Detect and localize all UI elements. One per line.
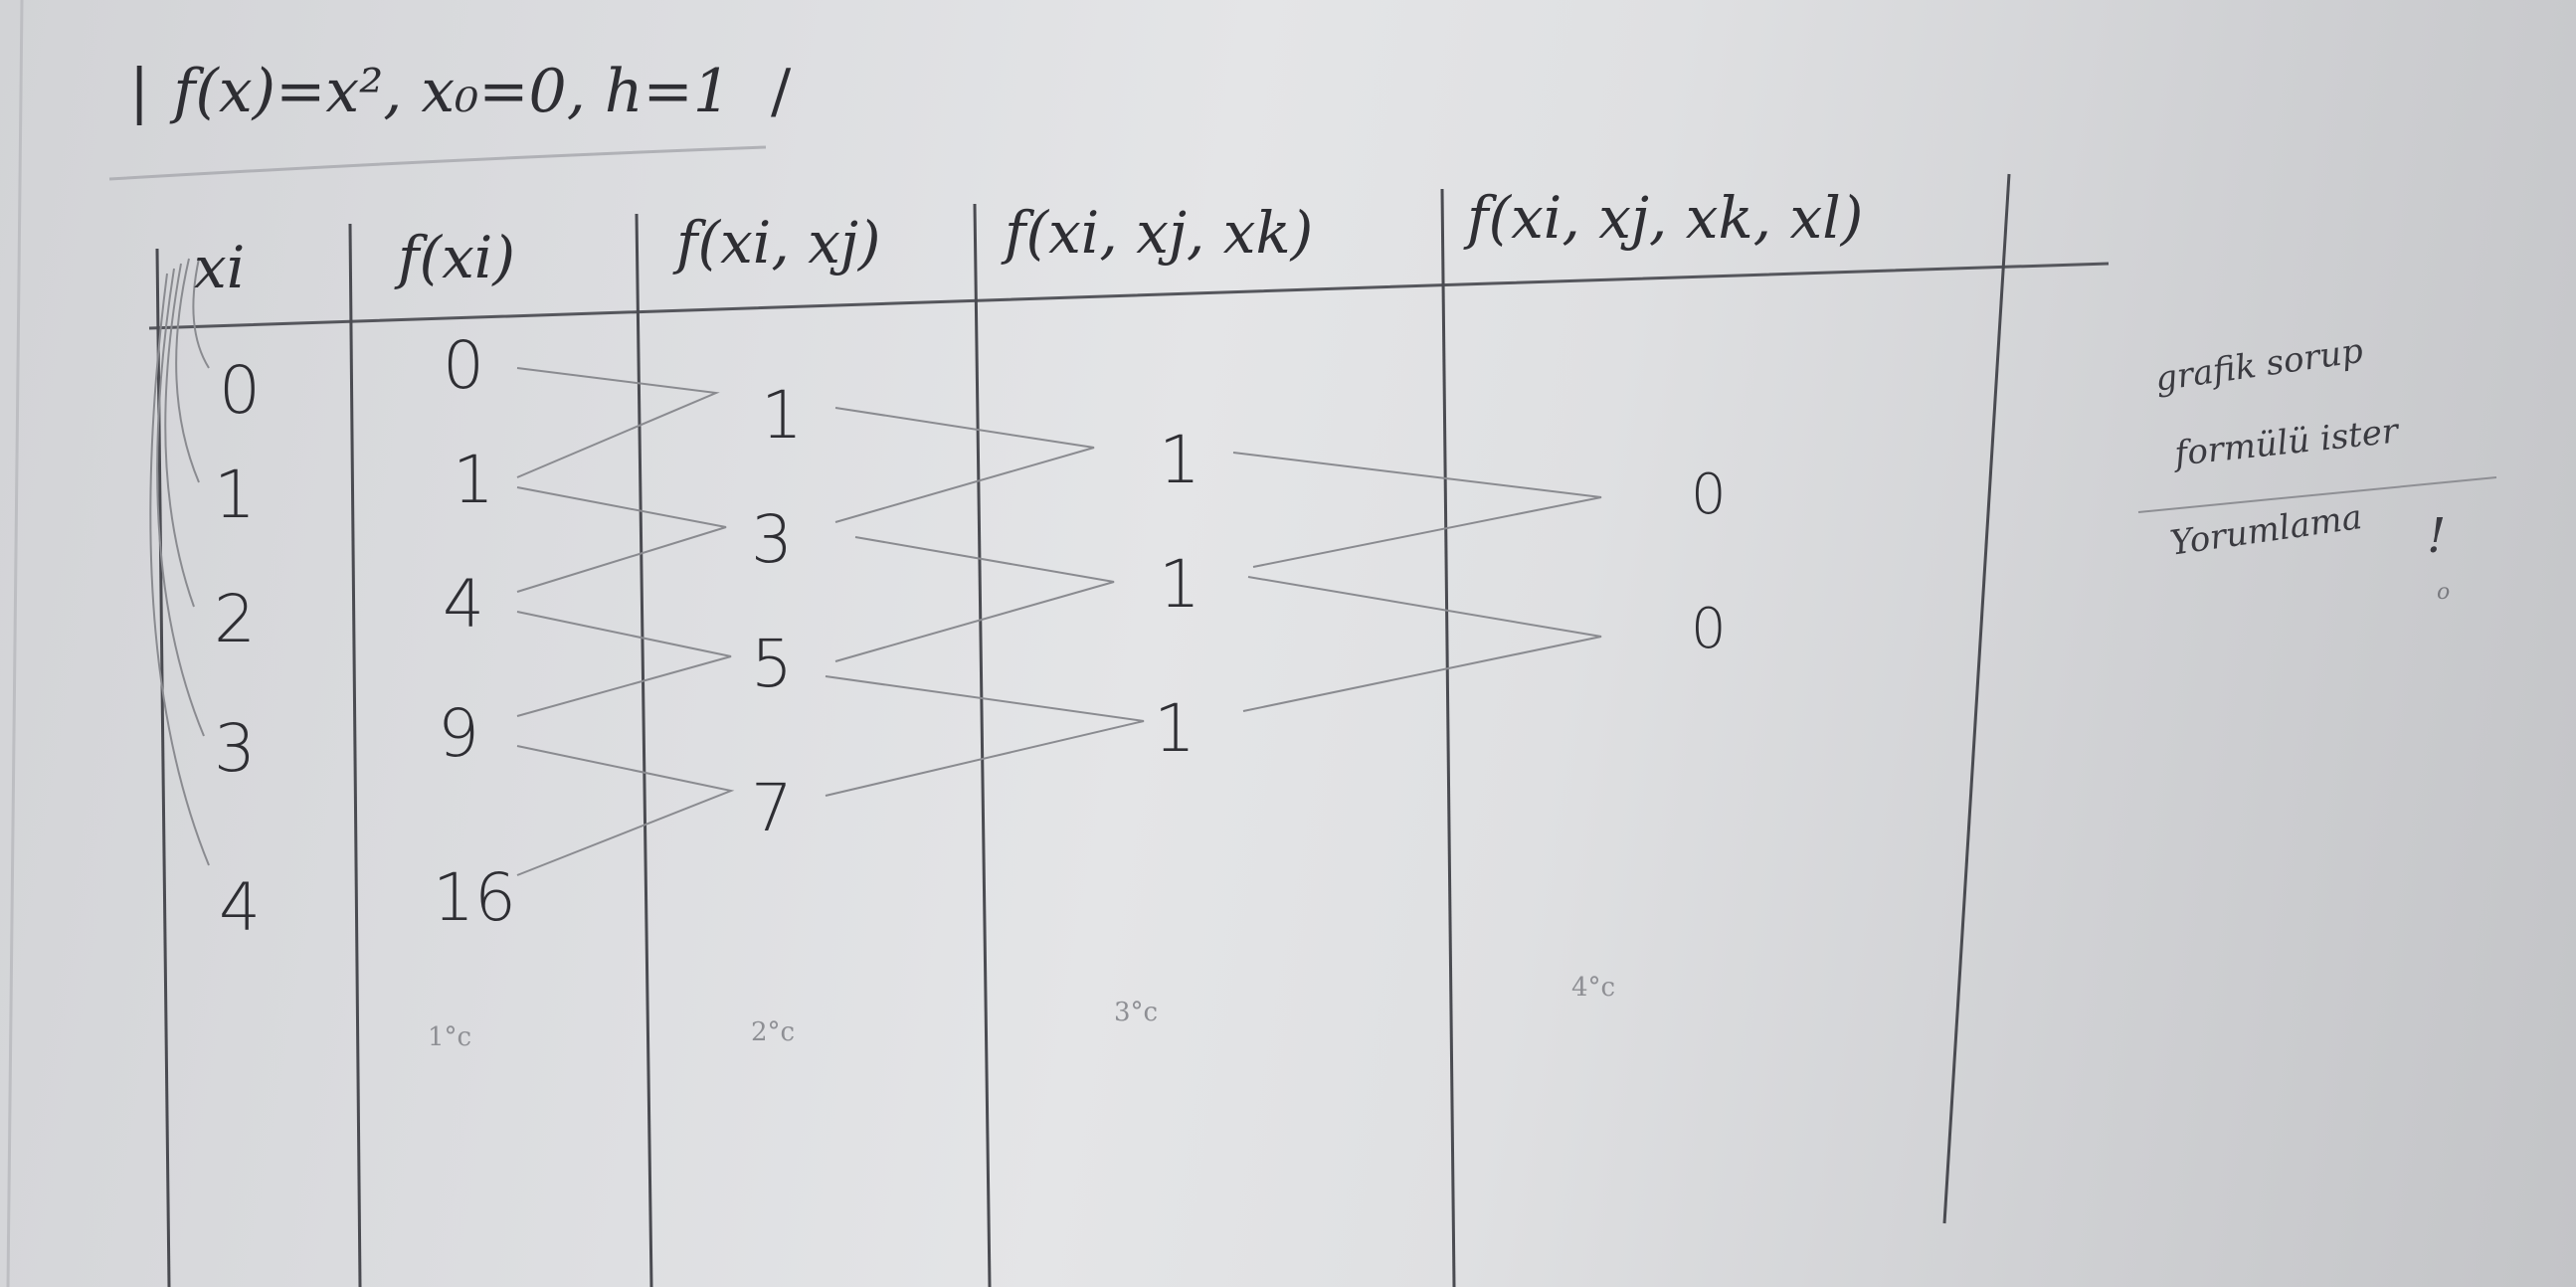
note-underline xyxy=(2137,476,2497,513)
first-diff-value: 5 xyxy=(751,626,793,702)
diff-connectors-2 xyxy=(825,407,1145,797)
first-diff-value: 1 xyxy=(761,377,803,454)
f-xi-value: 4 xyxy=(443,566,484,643)
column-line-2 xyxy=(635,213,653,1287)
second-diff-value: 1 xyxy=(1159,546,1200,623)
order-label: 3°c xyxy=(1114,998,1159,1027)
first-diff-value: 3 xyxy=(751,501,793,578)
header-rule xyxy=(148,262,2110,330)
f-xi-value: 16 xyxy=(433,859,516,936)
first-diff-value: 7 xyxy=(751,770,793,846)
header-f-xi-xj-xk: f(xi, xj, xk) xyxy=(1005,199,1314,267)
header-xi: xi xyxy=(194,234,246,301)
order-label: 2°c xyxy=(751,1017,796,1047)
side-note-exclam: ! xyxy=(2427,508,2447,564)
xi-value: 0 xyxy=(219,352,261,429)
f-xi-value: 0 xyxy=(443,327,484,404)
order-label: 1°c xyxy=(428,1022,472,1052)
diff-connectors-1 xyxy=(516,367,735,876)
xi-value: 3 xyxy=(214,710,256,787)
order-label: 4°c xyxy=(1571,973,1616,1003)
xi-arrows xyxy=(149,258,210,866)
column-line-4 xyxy=(1440,188,1456,1287)
xi-value: 4 xyxy=(219,869,261,946)
diff-connectors-3 xyxy=(1232,452,1602,712)
second-diff-value: 1 xyxy=(1159,422,1200,498)
header-f-xi: f(xi) xyxy=(398,224,515,291)
f-xi-value: 9 xyxy=(438,695,479,772)
second-diff-value: 1 xyxy=(1154,690,1196,767)
xi-value: 1 xyxy=(214,457,256,533)
side-note-mark: o xyxy=(2437,580,2451,605)
column-line-1 xyxy=(348,223,362,1287)
xi-value: 2 xyxy=(214,581,256,657)
column-line-5 xyxy=(1942,173,2011,1224)
header-f-xi-xj-xk-xl: f(xi, xj, xk, xl) xyxy=(1467,184,1864,252)
third-diff-value: 0 xyxy=(1691,462,1727,527)
title-underline xyxy=(108,145,767,181)
header-f-xi-xj: f(xi, xj) xyxy=(676,209,881,276)
title-line: |f(x)=x², x₀=0, h=1/ xyxy=(129,57,792,126)
title-formula: f(x)=x², x₀=0, h=1 xyxy=(173,57,731,126)
column-line-3 xyxy=(973,203,992,1287)
f-xi-value: 1 xyxy=(453,442,494,518)
third-diff-value: 0 xyxy=(1691,597,1727,661)
